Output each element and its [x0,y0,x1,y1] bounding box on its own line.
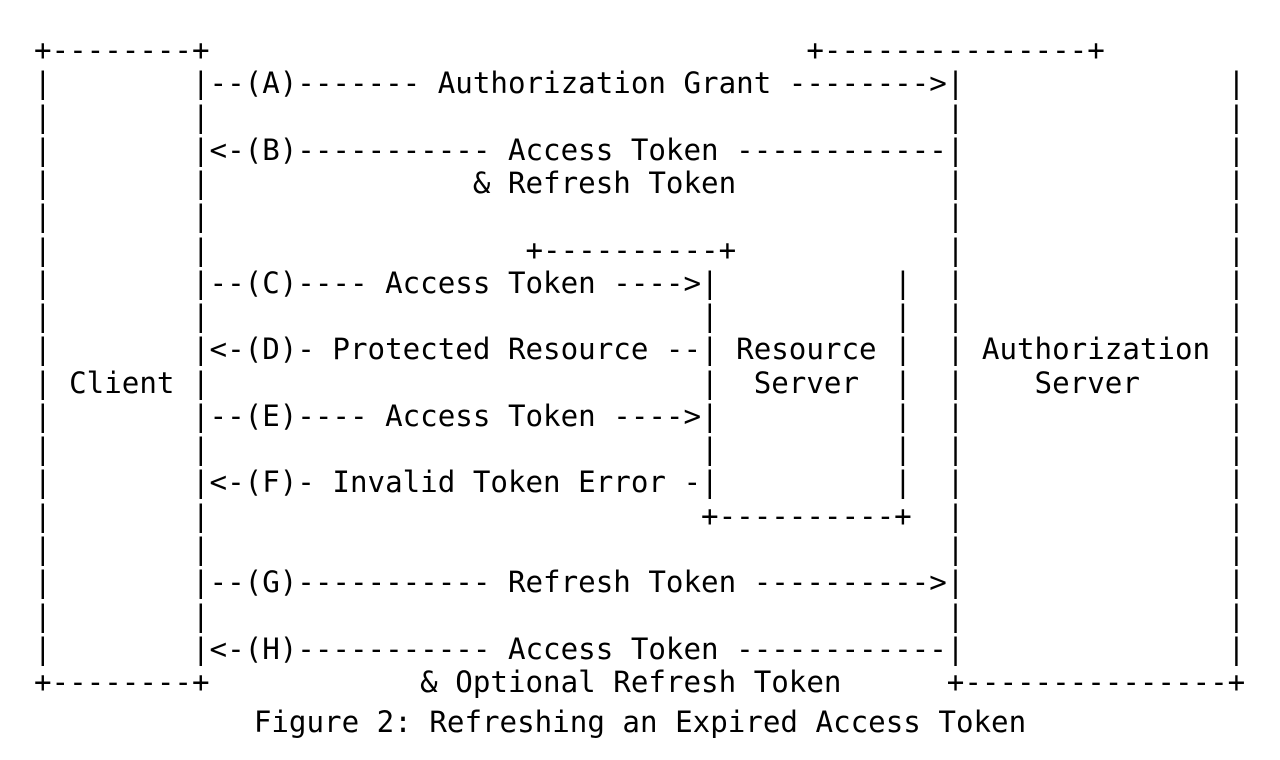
figure-caption: Figure 2: Refreshing an Expired Access T… [253,705,1027,739]
ascii-art-diagram: +--------+ +---------------+ | |--(A)---… [34,33,1246,700]
